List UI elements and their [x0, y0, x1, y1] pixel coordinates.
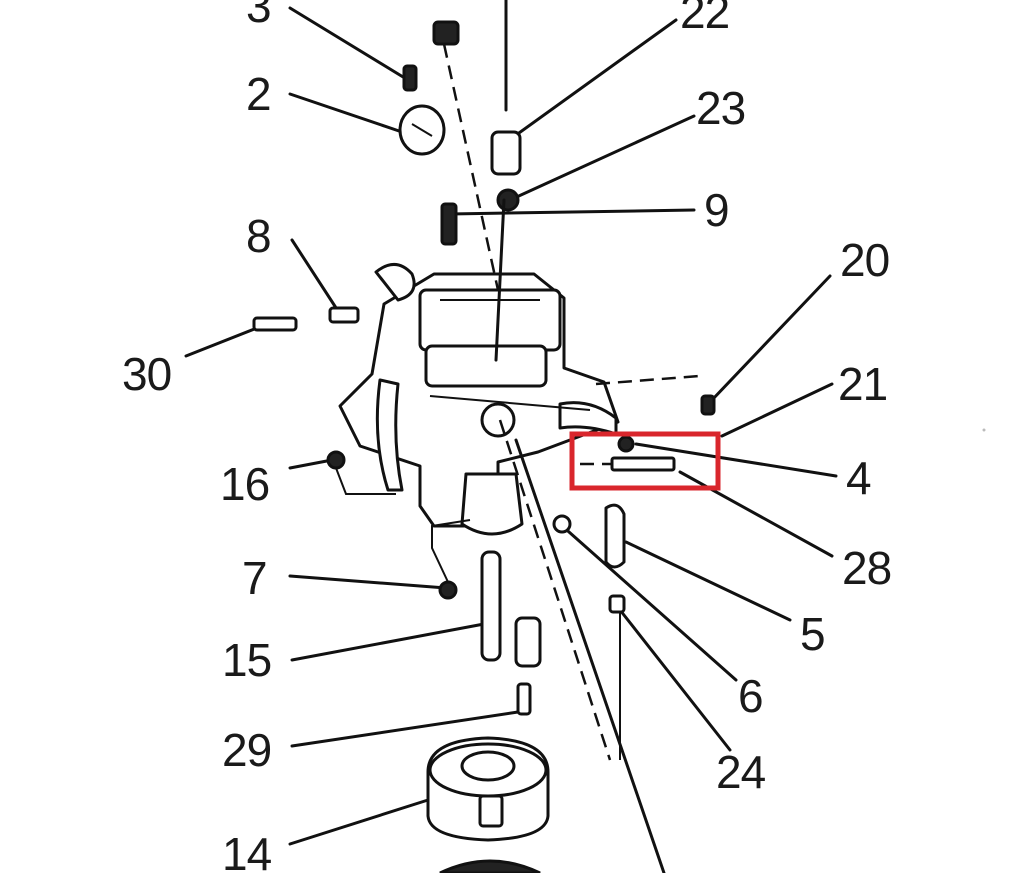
leader-9 [448, 208, 696, 216]
axis-needle [514, 438, 666, 873]
part-label-21: 21 [838, 358, 887, 410]
leader-6 [558, 522, 738, 682]
nut-23 [496, 188, 520, 212]
body-detail-2 [429, 395, 591, 411]
jet-cylinder [514, 616, 542, 668]
leader-lines [184, 6, 838, 846]
body-left-tube [375, 378, 404, 492]
part-label-5: 5 [800, 608, 825, 660]
axis-main [498, 419, 612, 761]
top-nut [432, 20, 460, 46]
pin-15 [480, 550, 502, 662]
leader-7 [288, 574, 448, 590]
choke-lever [374, 263, 416, 302]
screw-30 [252, 316, 298, 332]
part-label-9: 9 [704, 184, 729, 236]
part-label-30: 30 [122, 348, 171, 400]
screw-29 [516, 682, 532, 716]
sleeve-22 [490, 130, 522, 176]
bowl-hole [460, 750, 516, 782]
highlight-box [569, 431, 721, 491]
part-label-7: 7 [242, 552, 267, 604]
fasteners [252, 0, 716, 716]
part-label-8: 8 [246, 210, 271, 262]
part-label-16: 16 [220, 458, 269, 510]
leader-29 [290, 710, 520, 748]
leader-15 [290, 622, 486, 662]
leader-4 [634, 442, 838, 478]
part-label-6: 6 [738, 670, 763, 722]
float-bowl-neck [460, 472, 524, 536]
part-label-2: 2 [246, 68, 271, 120]
part-4 [617, 435, 635, 453]
part-label-28: 28 [842, 542, 891, 594]
leader-28 [678, 470, 834, 558]
screw-9 [440, 202, 458, 246]
bowl-notch [478, 794, 504, 828]
bowl-bottom-ring [439, 859, 541, 873]
body-port [480, 402, 516, 438]
speck [982, 428, 986, 432]
bracket-7 [431, 519, 471, 583]
leader-2 [288, 92, 404, 134]
body-throat [424, 344, 548, 388]
leader-21 [720, 382, 834, 438]
part-label-23: 23 [696, 82, 745, 134]
screw-3 [402, 64, 418, 92]
part-label-4: 4 [846, 452, 871, 504]
leader-22 [510, 18, 678, 140]
screw-8 [328, 306, 360, 324]
axis-rod [494, 198, 506, 362]
part-20 [700, 394, 716, 416]
leader-20 [710, 274, 832, 402]
part-24 [608, 594, 626, 614]
part-label-29: 29 [222, 724, 271, 776]
part-label-15: 15 [222, 634, 271, 686]
screw-16 [326, 450, 346, 470]
cap-2-detail [411, 123, 433, 137]
part-label-3: 3 [246, 0, 271, 32]
carburetor-body [338, 263, 620, 536]
screw-6 [552, 514, 572, 534]
leader-5 [624, 540, 792, 622]
part-labels: 3 22 2 23 9 8 20 30 21 16 4 28 7 5 15 6 … [122, 0, 892, 873]
part-label-22: 22 [680, 0, 729, 38]
part-5 [604, 503, 626, 569]
axis-cap [442, 43, 500, 291]
leader-23 [508, 114, 696, 202]
assembly-lines [335, 43, 701, 873]
leader-8 [290, 238, 342, 316]
leader-30 [184, 324, 264, 358]
leader-16 [288, 458, 334, 470]
axis-20 [595, 374, 701, 386]
part-label-20: 20 [840, 234, 889, 286]
part-label-14: 14 [222, 828, 272, 873]
part-28 [610, 456, 676, 472]
bracket-16 [335, 467, 396, 495]
screw-7 [438, 580, 458, 600]
float-bowl-14 [426, 736, 550, 873]
leader-14 [288, 798, 430, 846]
leader-3 [288, 6, 410, 82]
part-label-24: 24 [716, 746, 766, 798]
leader-24 [618, 608, 732, 752]
